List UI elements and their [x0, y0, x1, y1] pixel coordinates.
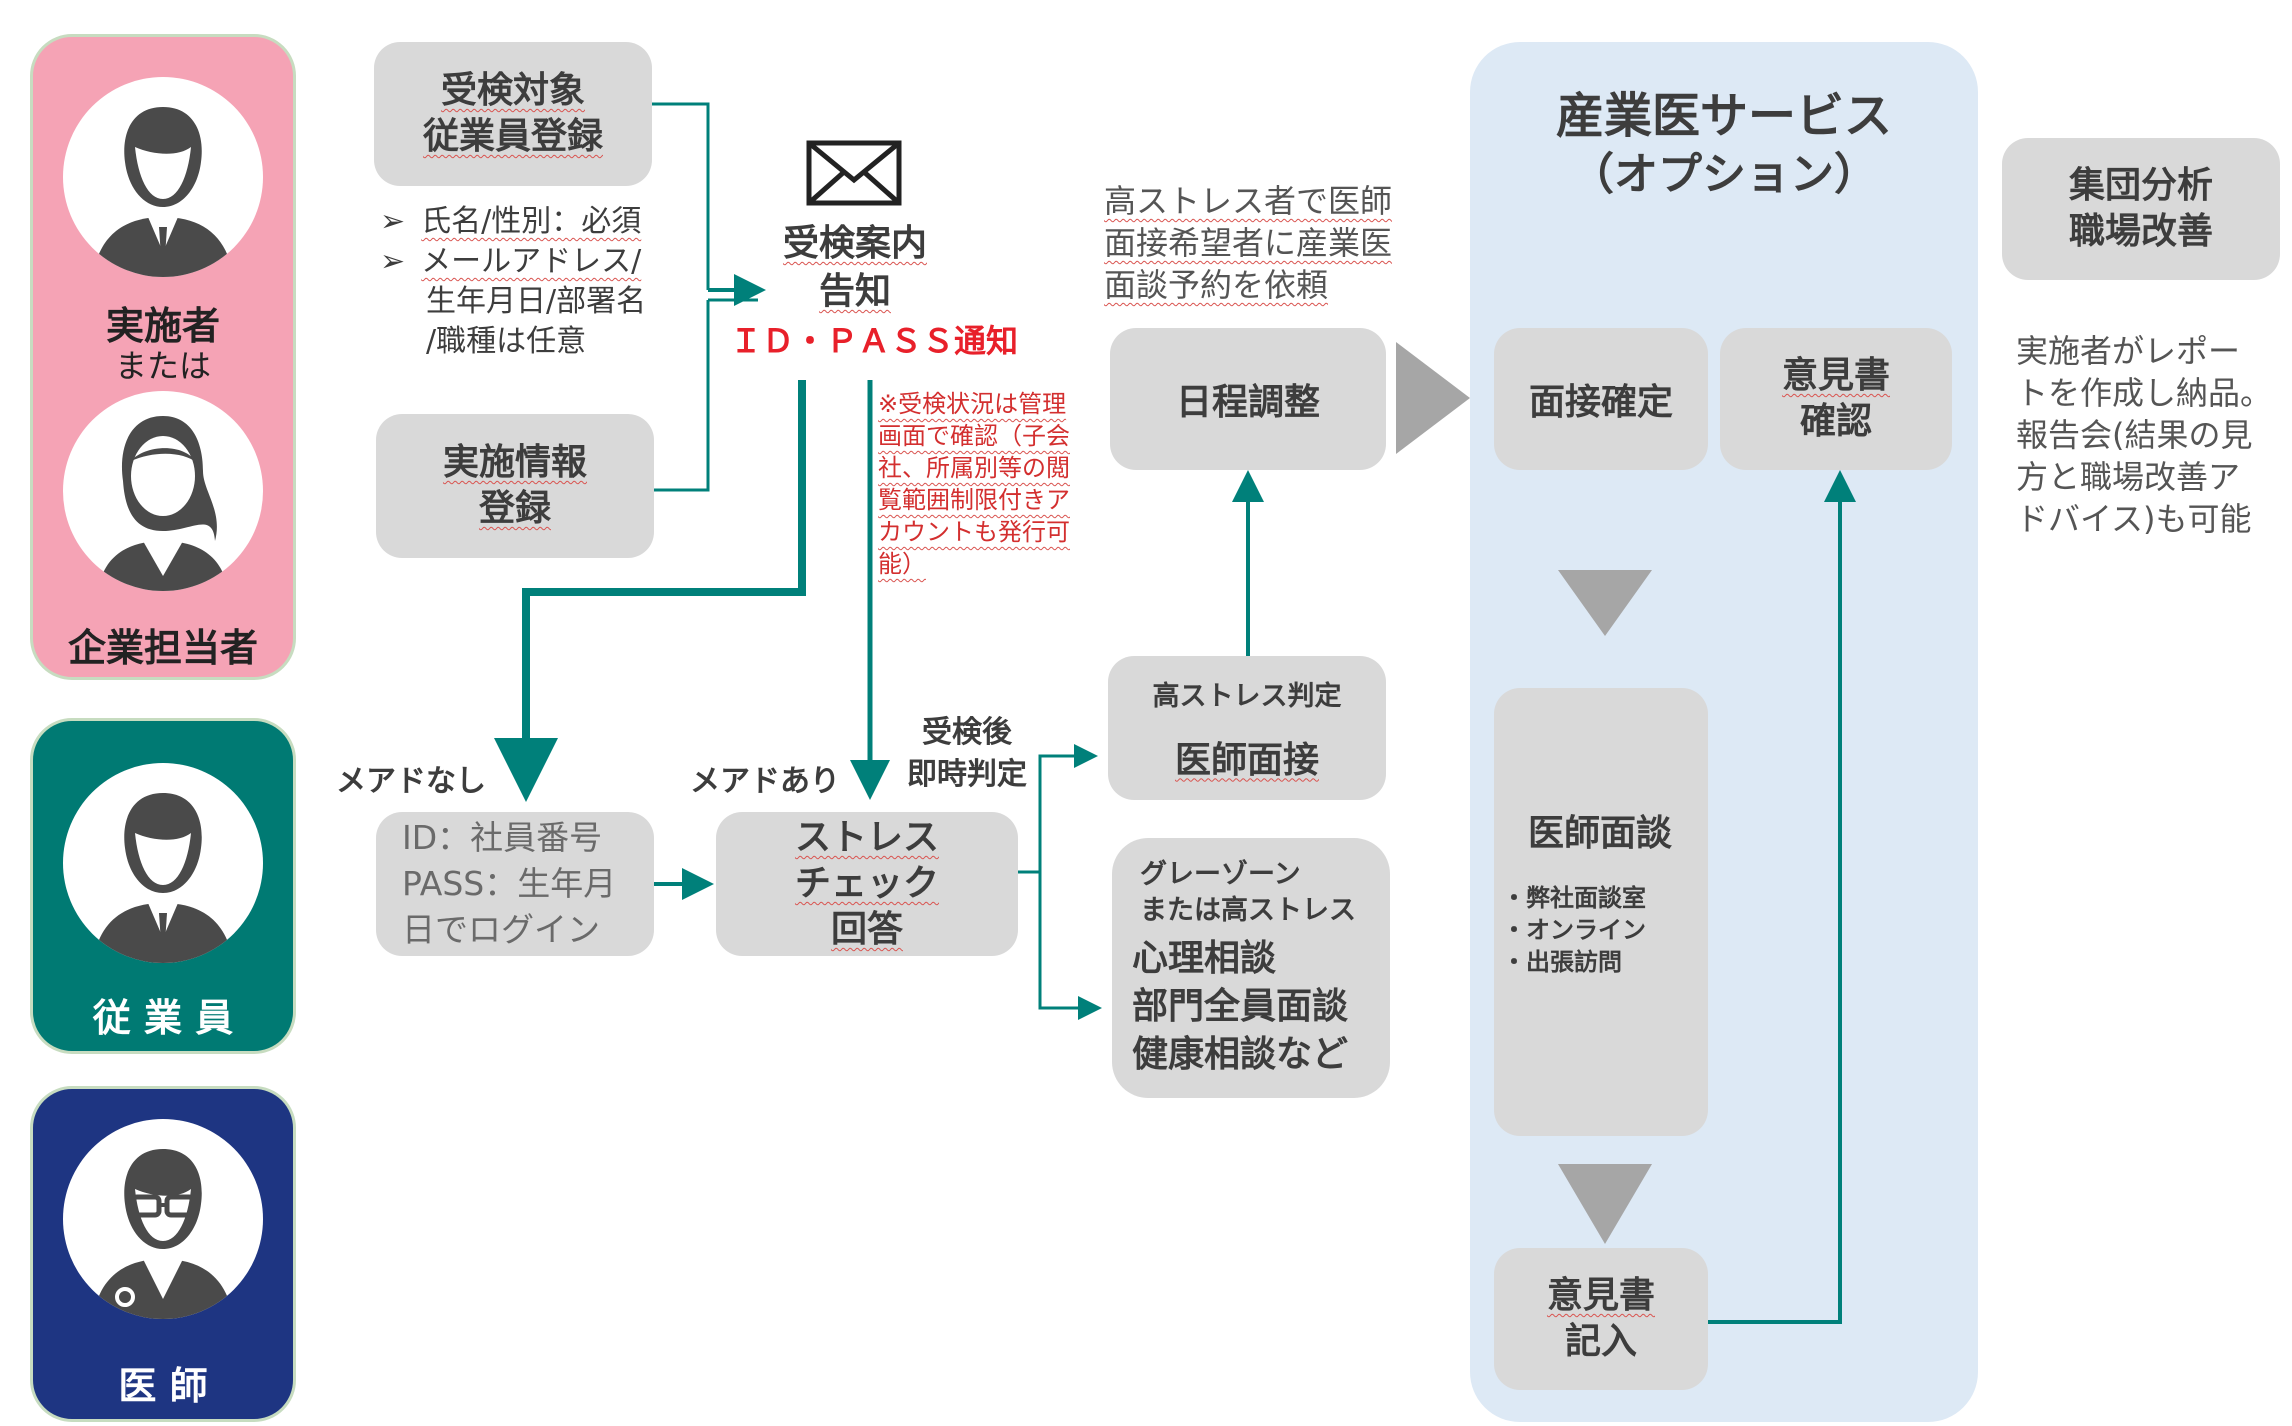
- gray-main-3: 健康相談など: [1132, 1034, 1349, 1075]
- notice-title-1: 受検案内: [782, 223, 927, 264]
- note-4: /職種は任意: [426, 324, 587, 359]
- confirm-label: 面接確定: [1528, 382, 1673, 423]
- red-note-4: 覧範囲制限付きア: [878, 486, 1070, 514]
- stress-check-box: ストレス チェック 回答: [716, 812, 1018, 956]
- gray-title-2: または高ストレス: [1140, 895, 1356, 926]
- analysis-desc-5: ドバイス)も可能: [2016, 500, 2252, 538]
- login-line-1: ID：社員番号: [402, 818, 603, 857]
- location-2: ・オンライン: [1502, 916, 1646, 944]
- arrow-bullet-icon: ➢: [380, 244, 406, 279]
- schedule-to-service-arrow: [1396, 342, 1470, 454]
- request-line-3: 面談予約を依頼: [1104, 266, 1329, 304]
- female-avatar-icon: [63, 391, 263, 591]
- envelope-icon: [806, 140, 902, 206]
- company-staff-label: 企業担当者: [67, 626, 258, 670]
- interview-label: 医師面談: [1528, 813, 1673, 854]
- after-line-2: 即時判定: [907, 757, 1027, 792]
- location-1: ・弊社面談室: [1502, 884, 1646, 912]
- note-3: 生年月日/部署名: [426, 284, 647, 319]
- no-mail-label: メアドなし: [336, 764, 486, 799]
- opinion-write-1: 意見書: [1546, 1275, 1655, 1316]
- opinion-write-2: 記入: [1564, 1321, 1637, 1362]
- opinion-check-2: 確認: [1799, 401, 1872, 442]
- analysis-desc-3: 報告会(結果の見: [2016, 416, 2253, 454]
- analysis-desc-1: 実施者がレポー: [2016, 332, 2241, 370]
- register-employees-box: 受検対象 従業員登録: [374, 42, 652, 186]
- note-1: 氏名/性別：必須: [421, 204, 642, 239]
- high-stress-main: 医師面接: [1174, 739, 1319, 781]
- gray-zone-box: グレーゾーン または高ストレス 心理相談 部門全員面談 健康相談など: [1112, 838, 1390, 1098]
- with-mail-label: メアドあり: [690, 764, 840, 799]
- gray-main-2: 部門全員面談: [1132, 986, 1349, 1027]
- info-connector: [654, 300, 710, 492]
- gray-main-1: 心理相談: [1132, 938, 1277, 979]
- management-note: ※受検状況は管理 画面で確認（子会 社、所属別等の閲 覧範囲制限付きア カウント…: [878, 388, 1070, 580]
- opinion-check-box: 意見書 確認: [1720, 328, 1952, 470]
- employee-panel: 従 業 員: [30, 718, 296, 1054]
- red-note-1: ※受検状況は管理: [878, 390, 1067, 418]
- implementer-panel: 実施者 または 企業担当者: [30, 34, 296, 680]
- login-box: ID：社員番号 PASS：生年月 日でログイン: [376, 812, 654, 956]
- service-title: 産業医サービス: [1555, 88, 1892, 144]
- stress-line-2: チェック: [794, 863, 939, 904]
- id-pass-notice: ＩＤ・ＰＡＳＳ通知: [730, 322, 1019, 360]
- male-avatar-icon: [63, 77, 263, 277]
- opinion-check-1: 意見書: [1781, 355, 1890, 396]
- register-notes: ➢ 氏名/性別：必須 ➢ メールアドレス/ 生年月日/部署名 /職種は任意: [380, 202, 646, 362]
- doctor-label: 医 師: [118, 1364, 208, 1408]
- doctor-interview-box: 医師面談 ・弊社面談室 ・オンライン ・出張訪問: [1494, 688, 1708, 1136]
- red-note-3: 社、所属別等の閲: [878, 454, 1070, 482]
- analysis-desc-2: トを作成し納品。: [2016, 374, 2273, 412]
- note-2-row: ➢ メールアドレス/: [380, 242, 646, 282]
- opinion-write-box: 意見書 記入: [1494, 1248, 1708, 1390]
- implementer-label: 実施者: [105, 304, 220, 348]
- request-text: 高ストレス者で医師 面接希望者に産業医 面談予約を依頼: [1104, 180, 1392, 306]
- red-note-6: 能）: [878, 550, 926, 578]
- high-stress-title: 高ストレス判定: [1152, 680, 1342, 712]
- analysis-desc-4: 方と職場改善ア: [2016, 458, 2241, 496]
- interview-confirm-box: 面接確定: [1494, 328, 1708, 470]
- notice-title-2: 告知: [818, 271, 891, 312]
- doctor-avatar-icon: [63, 1119, 263, 1319]
- service-subtitle: （オプション）: [1570, 149, 1878, 200]
- register-title-2: 従業員登録: [422, 116, 603, 157]
- employee-label: 従 業 員: [92, 996, 234, 1040]
- doctor-panel: 医 師: [30, 1086, 296, 1422]
- request-line-1: 高ストレス者で医師: [1104, 182, 1393, 220]
- schedule-label: 日程調整: [1175, 382, 1320, 423]
- request-line-2: 面接希望者に産業医: [1104, 224, 1393, 262]
- location-3: ・出張訪問: [1502, 948, 1622, 976]
- red-note-5: カウントも発行可: [878, 518, 1070, 546]
- note-1-row: ➢ 氏名/性別：必須: [380, 202, 646, 242]
- after-exam-label: 受検後 即時判定: [892, 712, 1042, 796]
- register-title-1: 受検対象: [440, 70, 585, 111]
- login-line-3: 日でログイン: [402, 910, 600, 949]
- analysis-title-1: 集団分析: [2068, 165, 2213, 206]
- register-connector: [652, 102, 710, 290]
- login-line-2: PASS：生年月: [402, 864, 617, 903]
- gray-title-1: グレーゾーン: [1140, 859, 1301, 890]
- notice-label: 受検案内 告知: [760, 220, 950, 316]
- stress-line-3: 回答: [830, 909, 903, 950]
- after-line-1: 受検後: [922, 715, 1012, 750]
- stress-line-1: ストレス: [794, 817, 939, 858]
- red-note-2: 画面で確認（子会: [878, 422, 1070, 450]
- analysis-title-2: 職場改善: [2068, 211, 2213, 252]
- info-title-2: 登録: [478, 488, 551, 529]
- arrow-bullet-icon: ➢: [380, 204, 406, 239]
- note-2: メールアドレス/: [421, 244, 642, 279]
- employee-avatar-icon: [63, 763, 263, 963]
- group-analysis-box: 集団分析 職場改善: [2002, 138, 2280, 280]
- stress-to-grayzone: [1038, 872, 1102, 1020]
- analysis-description: 実施者がレポー トを作成し納品。 報告会(結果の見 方と職場改善ア ドバイス)も…: [2016, 330, 2272, 540]
- or-label: または: [114, 347, 211, 385]
- high-stress-box: 高ストレス判定 医師面接: [1108, 656, 1386, 800]
- schedule-box: 日程調整: [1110, 328, 1386, 470]
- implementation-info-box: 実施情報 登録: [376, 414, 654, 558]
- info-title-1: 実施情報: [442, 442, 587, 483]
